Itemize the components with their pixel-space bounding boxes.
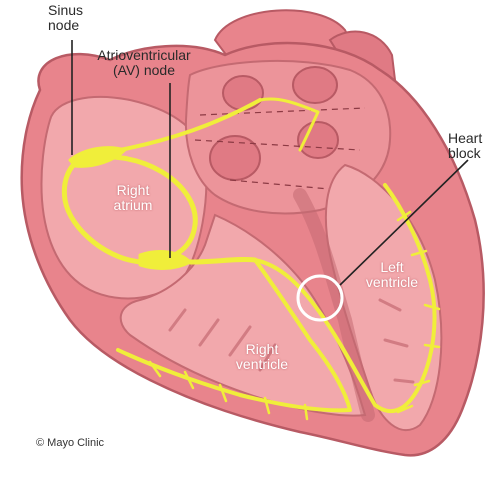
label-sinus-node-line2: node	[48, 18, 83, 33]
label-left-ventricle-line1: Left	[352, 260, 432, 275]
label-left-ventricle: Left ventricle	[352, 260, 432, 290]
label-right-atrium-line2: atrium	[98, 198, 168, 213]
label-sinus-node-line1: Sinus	[48, 3, 83, 18]
valve-ring-1	[223, 76, 263, 110]
label-right-ventricle: Right ventricle	[222, 342, 302, 372]
copyright-credit: © Mayo Clinic	[36, 436, 104, 451]
label-right-atrium-line1: Right	[98, 183, 168, 198]
label-heart-block-line2: block	[448, 146, 482, 161]
label-heart-block-line1: Heart	[448, 131, 482, 146]
label-av-node-line1: Atrioventricular	[84, 48, 204, 63]
label-av-node-line2: (AV) node	[84, 63, 204, 78]
label-right-ventricle-line1: Right	[222, 342, 302, 357]
bundle-of-his	[190, 259, 255, 262]
valve-ring-2	[293, 67, 337, 103]
label-right-atrium: Right atrium	[98, 183, 168, 213]
label-heart-block: Heart block	[448, 131, 482, 161]
label-av-node: Atrioventricular (AV) node	[84, 48, 204, 78]
label-sinus-node: Sinus node	[48, 3, 83, 33]
label-left-ventricle-line2: ventricle	[352, 275, 432, 290]
label-right-ventricle-line2: ventricle	[222, 357, 302, 372]
valve-ring-3	[210, 136, 260, 180]
